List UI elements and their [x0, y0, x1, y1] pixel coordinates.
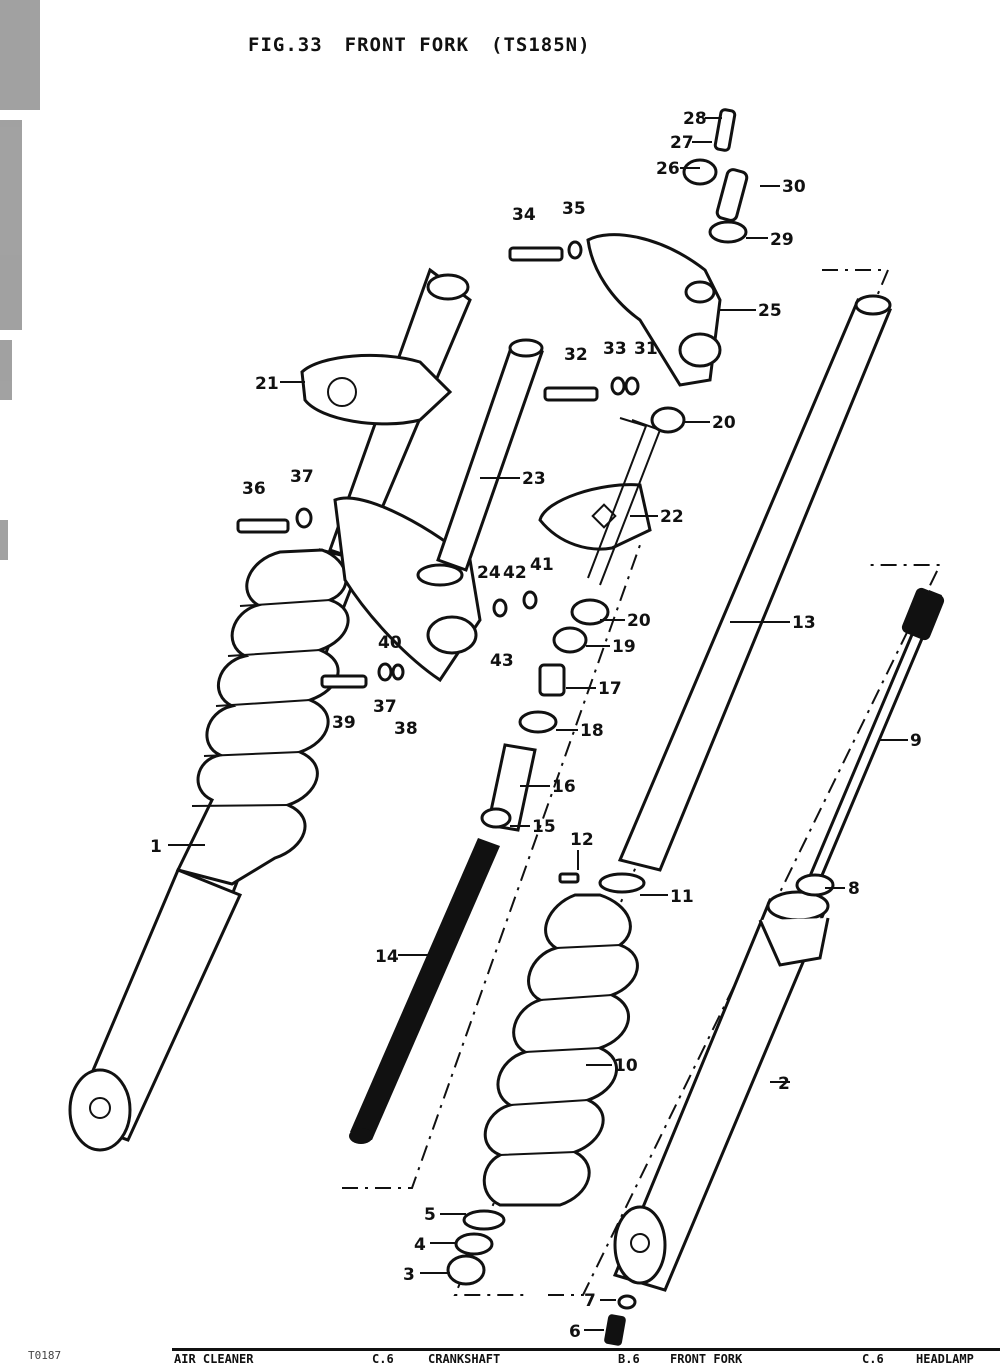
- callout-2: 2: [778, 1074, 790, 1094]
- callout-26: 26: [656, 159, 680, 179]
- callout-31: 31: [634, 339, 658, 359]
- callout-6: 6: [569, 1322, 581, 1342]
- callout-41: 41: [530, 555, 554, 575]
- footer-code-front-fork: C.6: [862, 1352, 884, 1366]
- part-25-handlebar-holder-bracket: [586, 233, 722, 387]
- callout-27: 27: [670, 133, 694, 153]
- callout-19: 19: [612, 637, 636, 657]
- callout-23: 23: [522, 469, 546, 489]
- footer-item-air-cleaner: AIR CLEANER: [174, 1352, 254, 1366]
- callout-29: 29: [770, 230, 794, 250]
- callout-28: 28: [683, 109, 707, 129]
- part-13-inner-tube: [617, 294, 893, 872]
- callout-37-lower: 37: [373, 697, 397, 717]
- footer-index-bar: AIR CLEANER C.6 CRANKSHAFT B.6 FRONT FOR…: [172, 1348, 1000, 1366]
- callout-7: 7: [584, 1291, 596, 1311]
- callout-42: 42: [503, 563, 527, 583]
- callout-4: 4: [414, 1235, 426, 1255]
- leader-lines: [168, 117, 908, 1331]
- callout-40: 40: [378, 633, 402, 653]
- footer-code-crankshaft: B.6: [618, 1352, 640, 1366]
- callout-18: 18: [580, 721, 604, 741]
- callout-13: 13: [792, 613, 816, 633]
- callout-37-upper: 37: [290, 467, 314, 487]
- hardware-small-parts: [236, 108, 749, 884]
- callout-17: 17: [598, 679, 622, 699]
- part-23-inner-tube-upper: [436, 338, 544, 572]
- part-9-damper-rod: [795, 587, 945, 897]
- callout-24: 24: [477, 563, 501, 583]
- part-10-dust-boot: [482, 872, 646, 1207]
- callout-15: 15: [532, 817, 556, 837]
- footer-item-front-fork: FRONT FORK: [670, 1352, 743, 1366]
- callout-25: 25: [758, 301, 782, 321]
- figure-name: FRONT FORK: [344, 34, 470, 56]
- footer-item-headlamp: HEADLAMP: [916, 1352, 974, 1366]
- figure-number: FIG.33: [248, 34, 323, 56]
- callout-12: 12: [570, 830, 594, 850]
- part-22-headlamp-bracket: [538, 417, 662, 586]
- page-code: T0187: [28, 1349, 62, 1362]
- callout-30: 30: [782, 177, 806, 197]
- callout-20-lower: 20: [627, 611, 651, 631]
- part-6-7-drain: [604, 1294, 637, 1346]
- callout-20-upper: 20: [712, 413, 736, 433]
- callout-34: 34: [512, 205, 536, 225]
- callout-36: 36: [242, 479, 266, 499]
- callout-8: 8: [848, 879, 860, 899]
- callout-39: 39: [332, 713, 356, 733]
- footer-item-crankshaft: CRANKSHAFT: [428, 1352, 501, 1366]
- callout-5: 5: [424, 1205, 436, 1225]
- callout-33: 33: [603, 339, 627, 359]
- callout-9: 9: [910, 731, 922, 751]
- callout-14: 14: [375, 947, 399, 967]
- scan-edge-artifact: [0, 0, 40, 560]
- part-21-upper-bracket: [300, 353, 453, 426]
- callout-21: 21: [255, 374, 279, 394]
- callout-labels: 1 2 3 4 5 6 7 8 9 10 11 12 13 14 15 16 1…: [150, 109, 922, 1342]
- part-3-4-5-rings: [446, 1209, 506, 1286]
- callout-11: 11: [670, 887, 694, 907]
- callout-43: 43: [490, 651, 514, 671]
- callout-22: 22: [660, 507, 684, 527]
- callout-1: 1: [150, 837, 162, 857]
- callout-16: 16: [552, 777, 576, 797]
- callout-3: 3: [403, 1265, 415, 1285]
- part-2-right-outer-tube: [612, 890, 830, 1292]
- footer-code-air-cleaner: C.6: [372, 1352, 394, 1366]
- figure-title: FIG.33 FRONT FORK (TS185N): [248, 34, 613, 56]
- callout-38: 38: [394, 719, 418, 739]
- fork-boot-left: [175, 548, 350, 886]
- callout-35: 35: [562, 199, 586, 219]
- callout-32: 32: [564, 345, 588, 365]
- figure-model: (TS185N): [491, 34, 591, 56]
- part-14-fork-spring: [349, 838, 500, 1144]
- callout-10: 10: [614, 1056, 638, 1076]
